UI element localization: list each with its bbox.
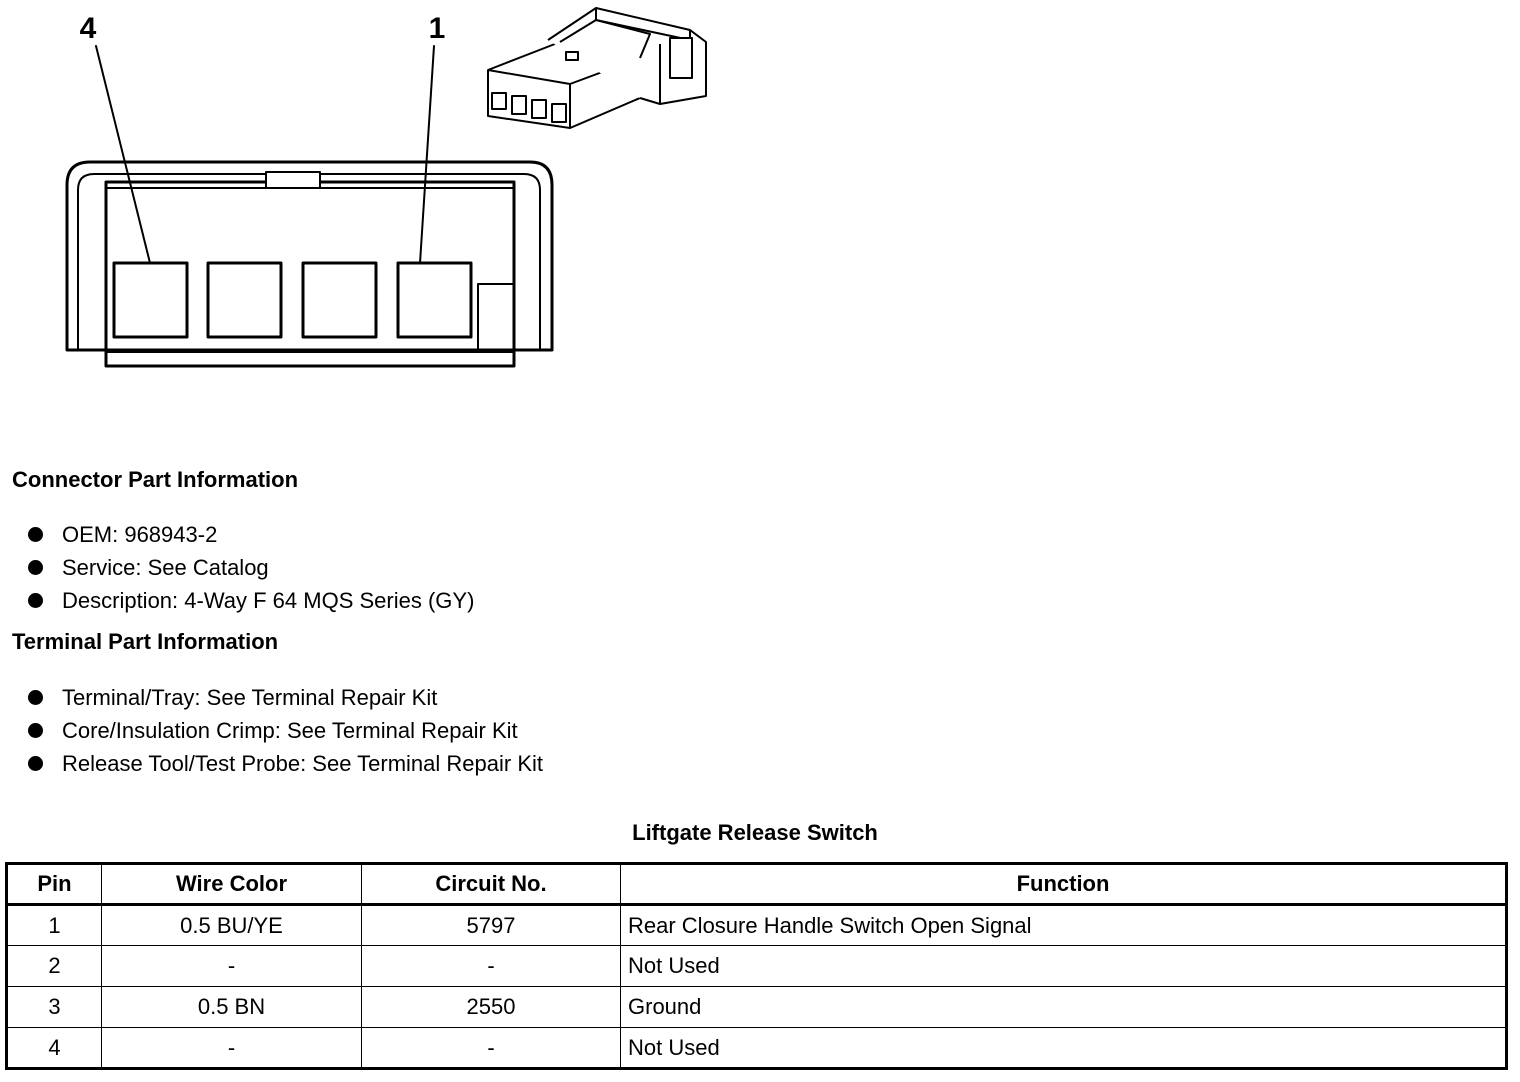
list-item: Description: 4-Way F 64 MQS Series (GY) [28, 584, 474, 617]
table-row: 4 - - Not Used [6, 1027, 1507, 1069]
header-function: Function [620, 863, 1507, 906]
cavity-1 [396, 261, 473, 339]
list-item: Service: See Catalog [28, 551, 474, 584]
cavity-2 [301, 261, 378, 339]
leader-line-1 [419, 45, 435, 264]
cell-circuit-no: - [361, 945, 621, 987]
table-row: 2 - - Not Used [6, 945, 1507, 987]
cell-pin: 4 [6, 1027, 102, 1069]
bullet-icon [28, 527, 43, 542]
list-item: Release Tool/Test Probe: See Terminal Re… [28, 747, 543, 780]
bullet-icon [28, 690, 43, 705]
cell-function: Rear Closure Handle Switch Open Signal [620, 904, 1507, 946]
table-row: 1 0.5 BU/YE 5797 Rear Closure Handle Swi… [6, 904, 1507, 946]
cell-pin: 2 [6, 945, 102, 987]
header-pin: Pin [6, 863, 102, 906]
cell-circuit-no: 2550 [361, 986, 621, 1028]
connector-3d-view [487, 7, 707, 129]
callout-1: 1 [429, 12, 446, 45]
terminal-info-heading: Terminal Part Information [12, 629, 279, 654]
table-title: Liftgate Release Switch [632, 820, 878, 845]
cavity-4 [112, 261, 189, 339]
leader-line-4 [95, 45, 151, 264]
cell-circuit-no: - [361, 1027, 621, 1069]
cell-function: Ground [620, 986, 1507, 1028]
bullet-icon [28, 756, 43, 771]
connector-housing [65, 160, 554, 352]
list-item: Core/Insulation Crimp: See Terminal Repa… [28, 714, 543, 747]
table-header-row: Pin Wire Color Circuit No. Function [6, 863, 1507, 906]
cell-function: Not Used [620, 945, 1507, 987]
connector-diagram: 4 1 [65, 7, 707, 368]
cell-wire-color: 0.5 BN [101, 986, 362, 1028]
bullet-icon [28, 723, 43, 738]
header-circuit-no: Circuit No. [361, 863, 621, 906]
callout-4: 4 [80, 12, 97, 45]
terminal-info-list: Terminal/Tray: See Terminal Repair Kit C… [28, 681, 543, 780]
connector-info-heading: Connector Part Information [12, 467, 299, 492]
list-item: Terminal/Tray: See Terminal Repair Kit [28, 681, 543, 714]
cell-pin: 3 [6, 986, 102, 1028]
cell-wire-color: - [101, 1027, 362, 1069]
connector-latch [265, 171, 321, 189]
connector-info-list: OEM: 968943-2 Service: See Catalog Descr… [28, 518, 474, 617]
cavity-3 [206, 261, 283, 339]
pinout-table: Pin Wire Color Circuit No. Function 1 0.… [5, 862, 1508, 1070]
bullet-icon [28, 560, 43, 575]
header-wire-color: Wire Color [101, 863, 362, 906]
connector-inner-body [104, 180, 516, 368]
table-row: 3 0.5 BN 2550 Ground [6, 986, 1507, 1028]
cell-function: Not Used [620, 1027, 1507, 1069]
cell-pin: 1 [6, 904, 102, 946]
cell-wire-color: 0.5 BU/YE [101, 904, 362, 946]
cell-circuit-no: 5797 [361, 904, 621, 946]
bullet-icon [28, 593, 43, 608]
connector-key [477, 283, 515, 353]
cell-wire-color: - [101, 945, 362, 987]
list-item: OEM: 968943-2 [28, 518, 474, 551]
